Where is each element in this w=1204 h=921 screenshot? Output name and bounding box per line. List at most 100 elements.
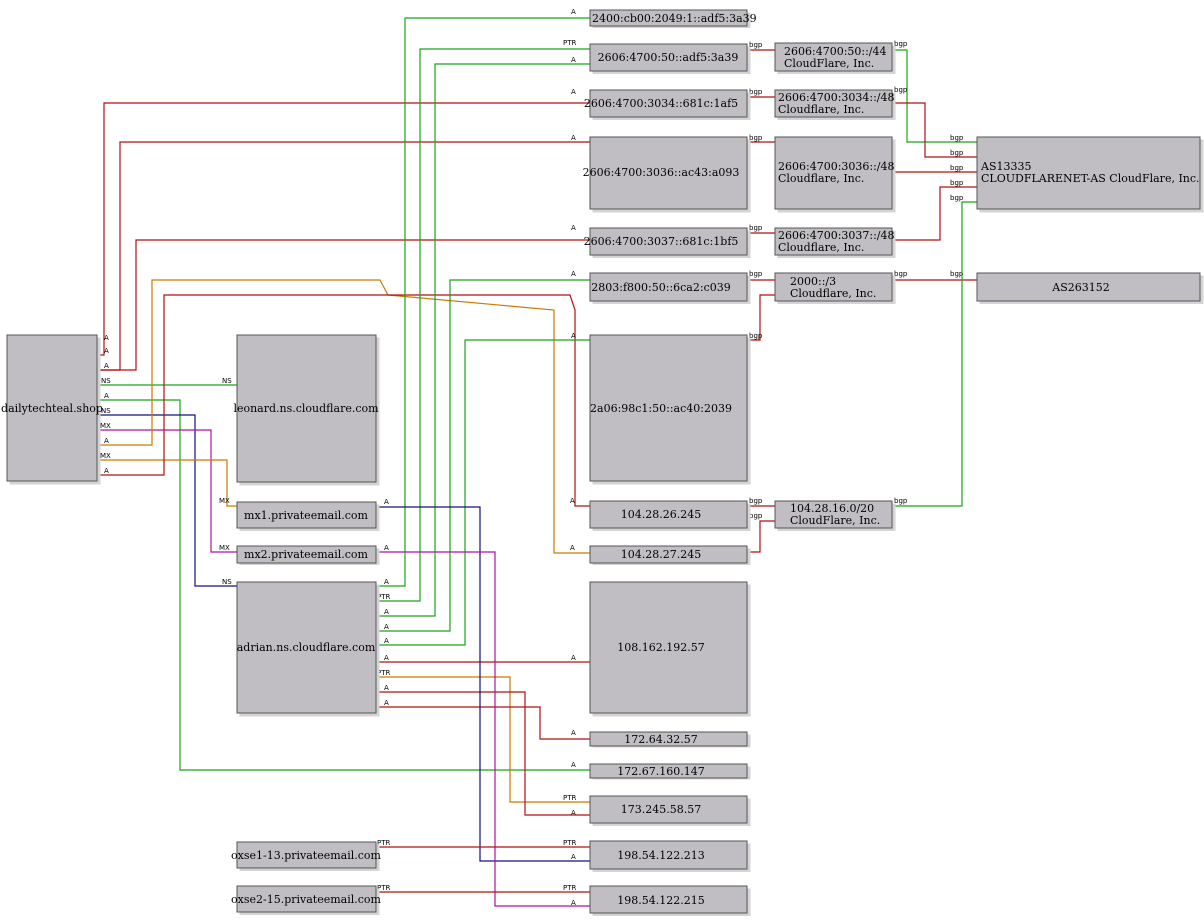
- node-as263152[interactable]: AS263152: [976, 272, 1201, 302]
- edge-oxse1-198-213-label-0: PTR: [377, 839, 390, 847]
- edge-adrian-108-label-1: A: [571, 654, 576, 662]
- node-ip-2606-3036-label: 2606:4700:3036::ac43:a093: [583, 166, 740, 179]
- node-domain[interactable]: dailytechteal.shop: [1, 334, 103, 482]
- node-pfx-104[interactable]: 104.28.16.0/20 CloudFlare, Inc.: [774, 500, 893, 529]
- edge-bgp-2a06-label-0: bgp: [749, 332, 763, 340]
- node-ip-172-67[interactable]: 172.67.160.147: [589, 763, 748, 779]
- edge-bgp-pfx3034-as-label-0: bgp: [894, 86, 908, 94]
- node-ip-2606-50-label: 2606:4700:50::adf5:3a39: [598, 51, 739, 64]
- node-ip-173[interactable]: 173.245.58.57: [589, 795, 748, 824]
- edge-domain-mx2-label-1: MX: [219, 544, 230, 552]
- edge-adrian-108-label-0: A: [384, 654, 389, 662]
- node-mx2-label: mx2.privateemail.com: [244, 548, 368, 561]
- edge-adrian-2606-50-label-0: A: [384, 608, 389, 616]
- edge-domain-adrian-label-1: NS: [222, 578, 232, 586]
- edge-bgp-pfx104-as: [892, 201, 977, 507]
- node-ip-104-26-label: 104.28.26.245: [621, 508, 701, 521]
- node-adrian[interactable]: adrian.ns.cloudflare.com: [236, 581, 377, 714]
- node-pfx-3036[interactable]: 2606:4700:3036::/48 Cloudflare, Inc.: [774, 136, 895, 210]
- node-ip-104-27[interactable]: 104.28.27.245: [589, 545, 748, 564]
- edge-adrian-2400-label-0: A: [384, 578, 389, 586]
- node-ip-108-label: 108.162.192.57: [617, 641, 704, 654]
- node-pfx-3037-line1: 2606:4700:3037::/48: [778, 229, 895, 242]
- edge-domain-mx2-label-0: MX: [100, 422, 111, 430]
- edge-adrian-2a06-label-1: A: [571, 332, 576, 340]
- node-ip-108[interactable]: 108.162.192.57: [589, 581, 748, 714]
- edge-domain-leonard-label-1: NS: [222, 377, 232, 385]
- edge-domain-104-27-label-0: A: [104, 437, 109, 445]
- node-pfx-104-line1: 104.28.16.0/20: [790, 502, 874, 515]
- edge-domain-104-27: [97, 279, 590, 554]
- node-oxse2[interactable]: oxse2-15.privateemail.com: [231, 885, 382, 913]
- edge-mx2-198-215: [376, 551, 590, 907]
- node-ip-198-213[interactable]: 198.54.122.213: [589, 840, 748, 870]
- edge-adrian-2803-label-1: A: [571, 270, 576, 278]
- node-leonard[interactable]: leonard.ns.cloudflare.com: [233, 334, 379, 483]
- edge-bgp-pfx3037-as-label-0: bgp: [950, 179, 964, 187]
- edge-bgp-pfx2000-as263152-label-0: bgp: [894, 270, 908, 278]
- node-as13335[interactable]: AS13335 CLOUDFLARENET-AS CloudFlare, Inc…: [976, 136, 1201, 210]
- edge-bgp-pfx50-as-label-1: bgp: [950, 134, 964, 142]
- edge-adrian-173-label-1: A: [571, 809, 576, 817]
- edge-domain-mx1: [97, 459, 237, 507]
- edge-bgp-pfx3034-as-label-1: bgp: [950, 149, 964, 157]
- edge-adrian-2a06: [376, 339, 590, 646]
- edge-domain-mx2: [97, 429, 237, 553]
- node-domain-label: dailytechteal.shop: [1, 402, 103, 415]
- node-pfx-104-line2: CloudFlare, Inc.: [790, 514, 880, 527]
- node-ip-172-64-label: 172.64.32.57: [624, 733, 697, 746]
- node-ip-2400-label: 2400:cb00:2049:1::adf5:3a39: [592, 12, 757, 25]
- edge-domain-2606-3037: [97, 239, 590, 371]
- edge-adrian-172-64-label-1: A: [571, 729, 576, 737]
- nodes-layer: dailytechteal.shop leonard.ns.cloudflare…: [1, 9, 1201, 914]
- edge-domain-104-26-label-0: A: [104, 467, 109, 475]
- node-ip-2606-3037[interactable]: 2606:4700:3037::681c:1bf5: [584, 227, 748, 256]
- edge-mx1-198-213: [376, 506, 590, 862]
- node-ip-2606-50[interactable]: 2606:4700:50::adf5:3a39: [589, 43, 748, 72]
- node-mx2[interactable]: mx2.privateemail.com: [236, 545, 377, 564]
- edge-oxse1-198-213-label-1: PTR: [563, 839, 576, 847]
- node-ip-198-215[interactable]: 198.54.122.215: [589, 885, 748, 914]
- node-mx1-label: mx1.privateemail.com: [244, 509, 368, 522]
- edge-adrian-173: [376, 691, 590, 816]
- edge-adrian-2606-50-ptr-label-0: PTR: [377, 593, 390, 601]
- node-mx1[interactable]: mx1.privateemail.com: [236, 501, 377, 529]
- edge-mx1-198-213-label-1: A: [571, 853, 576, 861]
- node-ip-172-64[interactable]: 172.64.32.57: [589, 731, 748, 747]
- edge-domain-104-26-label-1: A: [570, 497, 575, 505]
- edge-bgp-2606-3036-label-0: bgp: [749, 134, 763, 142]
- node-ip-104-26[interactable]: 104.28.26.245: [589, 500, 748, 529]
- edge-domain-2606-3037-label-0: A: [104, 362, 109, 370]
- node-pfx-3034[interactable]: 2606:4700:3034::/48 Cloudflare, Inc.: [774, 89, 895, 118]
- node-pfx-3037[interactable]: 2606:4700:3037::/48 Cloudflare, Inc.: [774, 227, 895, 256]
- edge-adrian-172-64: [376, 706, 590, 740]
- node-ip-2803[interactable]: 2803:f800:50::6ca2:c039: [589, 272, 748, 302]
- edge-domain-172-67-label-0: A: [104, 392, 109, 400]
- node-ip-2400[interactable]: 2400:cb00:2049:1::adf5:3a39: [589, 9, 757, 27]
- edge-domain-adrian-label-0: NS: [101, 407, 111, 415]
- node-ip-198-215-label: 198.54.122.215: [617, 894, 704, 907]
- node-pfx-2000[interactable]: 2000::/3 Cloudflare, Inc.: [774, 272, 893, 302]
- node-ip-104-27-label: 104.28.27.245: [621, 548, 701, 561]
- node-oxse1[interactable]: oxse1-13.privateemail.com: [231, 841, 382, 869]
- node-ip-172-67-label: 172.67.160.147: [617, 765, 704, 778]
- edge-domain-2606-3034: [97, 102, 590, 356]
- edge-domain-104-27-label-1: A: [570, 544, 575, 552]
- edge-domain-leonard-label-0: NS: [101, 377, 111, 385]
- node-pfx-50[interactable]: 2606:4700:50::/44 CloudFlare, Inc.: [774, 42, 893, 72]
- edge-bgp-2606-3037-label-0: bgp: [749, 224, 763, 232]
- node-ip-2606-3037-label: 2606:4700:3037::681c:1bf5: [584, 235, 739, 248]
- edge-bgp-pfx50-as-label-0: bgp: [894, 40, 908, 48]
- node-ip-2a06[interactable]: 2a06:98c1:50::ac40:2039: [589, 334, 748, 482]
- node-pfx-3036-line1: 2606:4700:3036::/48: [778, 160, 895, 173]
- node-ip-2606-3036[interactable]: 2606:4700:3036::ac43:a093: [583, 136, 748, 210]
- node-ip-2606-3034[interactable]: 2606:4700:3034::681c:1af5: [584, 89, 748, 118]
- edge-mx1-198-213-label-0: A: [384, 498, 389, 506]
- node-adrian-label: adrian.ns.cloudflare.com: [237, 641, 376, 654]
- edge-adrian-173-ptr-label-0: PTR: [377, 669, 390, 677]
- node-pfx-3034-line2: Cloudflare, Inc.: [778, 103, 864, 116]
- edge-domain-adrian: [97, 414, 237, 587]
- edge-bgp-pfx2000-as263152-label-1: bgp: [950, 270, 964, 278]
